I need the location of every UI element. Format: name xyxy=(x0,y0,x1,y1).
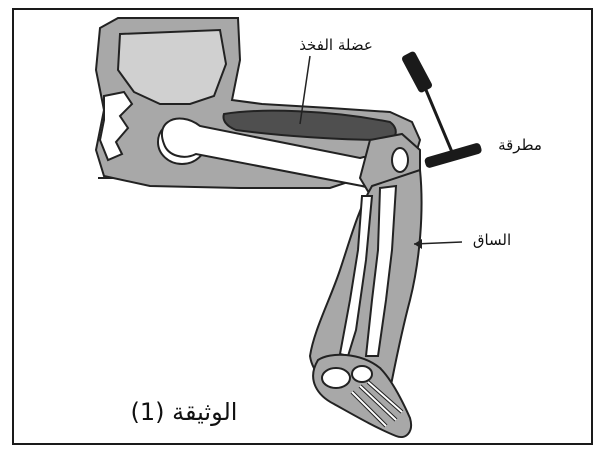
kneecap-bone xyxy=(392,148,408,172)
pelvis-bone xyxy=(118,30,226,104)
heel-bone xyxy=(322,368,350,388)
document-caption: الوثيقة (1) xyxy=(131,398,238,426)
hammer-shaft xyxy=(426,90,452,152)
label-thigh-muscle: عضلة الفخذ xyxy=(299,36,373,54)
hammer-head xyxy=(424,142,483,169)
hammer-handle xyxy=(401,51,432,93)
ankle-bone xyxy=(352,366,372,382)
label-leg: الساق xyxy=(473,231,511,249)
label-hammer: مطرقة xyxy=(498,136,542,154)
